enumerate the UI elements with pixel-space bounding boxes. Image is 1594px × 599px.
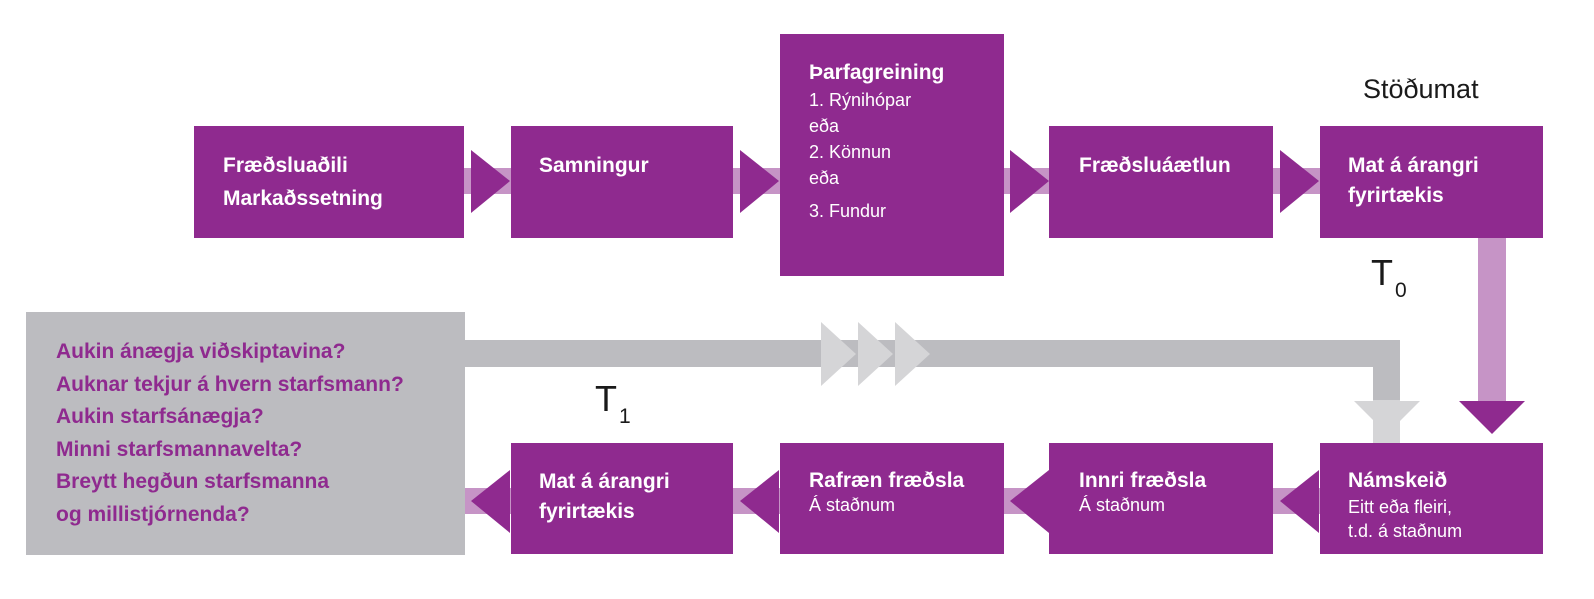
arrow-right-icon <box>471 150 510 213</box>
label-t0-base: T <box>1371 252 1393 293</box>
box-namskeid-title: Námskeið <box>1348 469 1448 492</box>
outcome-questions-panel: Aukin ánægja viðskiptavina? Auknar tekju… <box>26 312 465 555</box>
box-rafraen-sub: Á staðnum <box>809 495 896 515</box>
box-samningur: Samningur <box>511 126 733 238</box>
box-mat-bottom-line-2: fyrirtækis <box>539 500 635 523</box>
box-mat-bottom: Mat á árangri fyrirtækis <box>511 443 733 554</box>
tharfagreining-item: eða <box>809 168 840 188</box>
label-t1: T1 <box>595 378 631 429</box>
feedback-chevron-icon <box>821 322 856 386</box>
arrow-right-icon <box>1280 150 1319 213</box>
box-fraedsluadili: Fræðsluaðili Markaðssetning <box>194 126 464 238</box>
tharfagreining-item: eða <box>809 116 840 136</box>
outcome-question: Auknar tekjur á hvern starfsmann? <box>56 372 404 396</box>
label-stodumat: Stöðumat <box>1363 74 1479 104</box>
box-tharfagreining: Þarfagreining 1. Rýnihópar eða 2. Könnun… <box>780 34 1004 276</box>
box-mat-bottom-line-1: Mat á árangri <box>539 470 670 493</box>
outcome-question: Minni starfsmannavelta? <box>56 437 303 461</box>
box-mat-top: Mat á árangri fyrirtækis <box>1320 126 1543 238</box>
connector-bar <box>1478 238 1506 403</box>
box-mat-top-line-1: Mat á árangri <box>1348 154 1479 177</box>
label-t0-sub: 0 <box>1395 279 1407 302</box>
outcome-question: Aukin ánægja viðskiptavina? <box>56 340 346 363</box>
box-fraedsluadili-line-2: Markaðssetning <box>223 187 383 210</box>
box-rafraen: Rafræn fræðsla Á staðnum <box>780 443 1004 554</box>
label-t1-base: T <box>595 378 617 419</box>
label-t1-sub: 1 <box>619 405 631 428</box>
box-samningur-title: Samningur <box>539 154 649 177</box>
arrow-down-icon <box>1459 401 1525 434</box>
outcome-question: og millistjórnenda? <box>56 502 250 526</box>
box-namskeid-sub-1: Eitt eða fleiri, <box>1348 497 1453 517</box>
feedback-arrow-down-icon <box>1354 401 1420 434</box>
tharfagreining-item: 3. Fundur <box>809 201 887 221</box>
box-namskeid: Námskeið Eitt eða fleiri, t.d. á staðnum <box>1320 443 1543 554</box>
arrow-right-icon <box>1010 150 1049 213</box>
box-rafraen-title: Rafræn fræðsla <box>809 469 965 492</box>
box-innri-title: Innri fræðsla <box>1079 469 1207 492</box>
arrow-left-icon <box>1280 470 1319 533</box>
tharfagreining-item: 2. Könnun <box>809 142 892 162</box>
feedback-line <box>464 340 1400 367</box>
tharfagreining-item: 1. Rýnihópar <box>809 90 912 110</box>
box-innri-sub: Á staðnum <box>1079 495 1166 515</box>
box-namskeid-sub-2: t.d. á staðnum <box>1348 521 1463 541</box>
feedback-line <box>1373 340 1400 402</box>
arrow-left-icon <box>740 470 779 533</box>
box-fraeduaaetlun: Fræðsluáætlun <box>1049 126 1273 238</box>
feedback-chevron-icon <box>858 322 893 386</box>
box-mat-top-line-2: fyrirtækis <box>1348 184 1444 207</box>
label-t0: T0 <box>1371 252 1407 303</box>
box-innri: Innri fræðsla Á staðnum <box>1049 443 1273 554</box>
arrow-left-icon <box>1010 470 1049 533</box>
feedback-chevron-icon <box>895 322 930 386</box>
arrow-right-icon <box>740 150 779 213</box>
outcome-question: Aukin starfsánægja? <box>56 405 264 428</box>
box-fraedsluadili-line-1: Fræðsluaðili <box>223 154 348 177</box>
box-fraeduaaetlun-title: Fræðsluáætlun <box>1079 154 1231 177</box>
box-tharfagreining-title: Þarfagreining <box>809 61 945 84</box>
outcome-question: Breytt hegðun starfsmanna <box>56 470 330 493</box>
arrow-left-icon <box>471 470 510 533</box>
